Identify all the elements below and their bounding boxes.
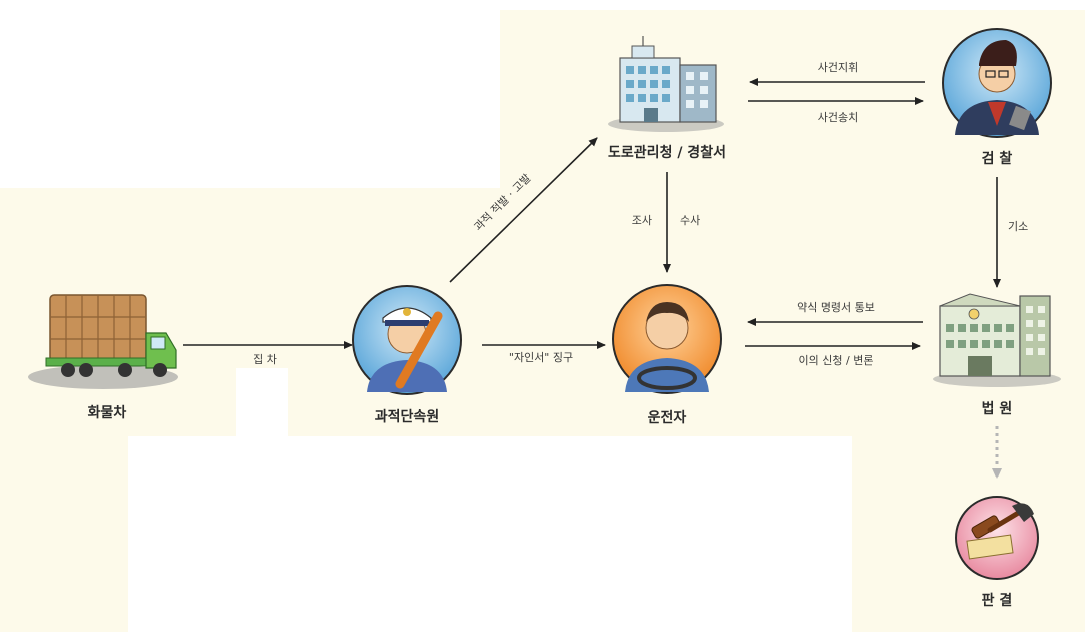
driver-icon	[612, 284, 722, 394]
edge-label-investigate-a: 조사	[632, 214, 652, 227]
edge-label-stop: 집 차	[253, 353, 277, 366]
prosecutor-icon	[942, 28, 1052, 138]
inspector-icon	[352, 285, 462, 395]
edge-label-indict: 기소	[1008, 220, 1028, 233]
gavel-icon	[955, 496, 1039, 580]
background-panel-bottom-left	[0, 430, 128, 632]
edge-label-report: 과적 적발 · 고발	[472, 172, 534, 234]
node-label-court: 법 원	[982, 401, 1013, 417]
node-label-driver: 운전자	[648, 409, 687, 426]
edge-label-objection: 이의 신청 / 변론	[799, 354, 874, 367]
node-label-verdict: 판 결	[982, 592, 1013, 609]
blank-patch	[236, 368, 288, 436]
edge-label-investigate-b: 수사	[680, 214, 700, 227]
police-station-icon	[608, 36, 724, 132]
node-label-truck: 화물차	[88, 405, 127, 421]
arrow-inspector-to-police	[449, 137, 598, 283]
node-label-inspector: 과적단속원	[375, 408, 439, 425]
background-panel-main	[0, 188, 1085, 436]
edge-label-statement: "자인서" 징구	[509, 351, 573, 364]
edge-label-transfer: 사건송치	[818, 111, 858, 124]
node-label-prosecutor: 검 찰	[982, 150, 1013, 167]
edge-label-direct: 사건지휘	[818, 61, 858, 74]
truck-icon	[28, 294, 178, 389]
edge-label-summary-order: 약식 명령서 통보	[797, 300, 875, 314]
court-building-icon	[933, 293, 1061, 387]
node-label-police: 도로관리청 / 경찰서	[608, 144, 726, 161]
